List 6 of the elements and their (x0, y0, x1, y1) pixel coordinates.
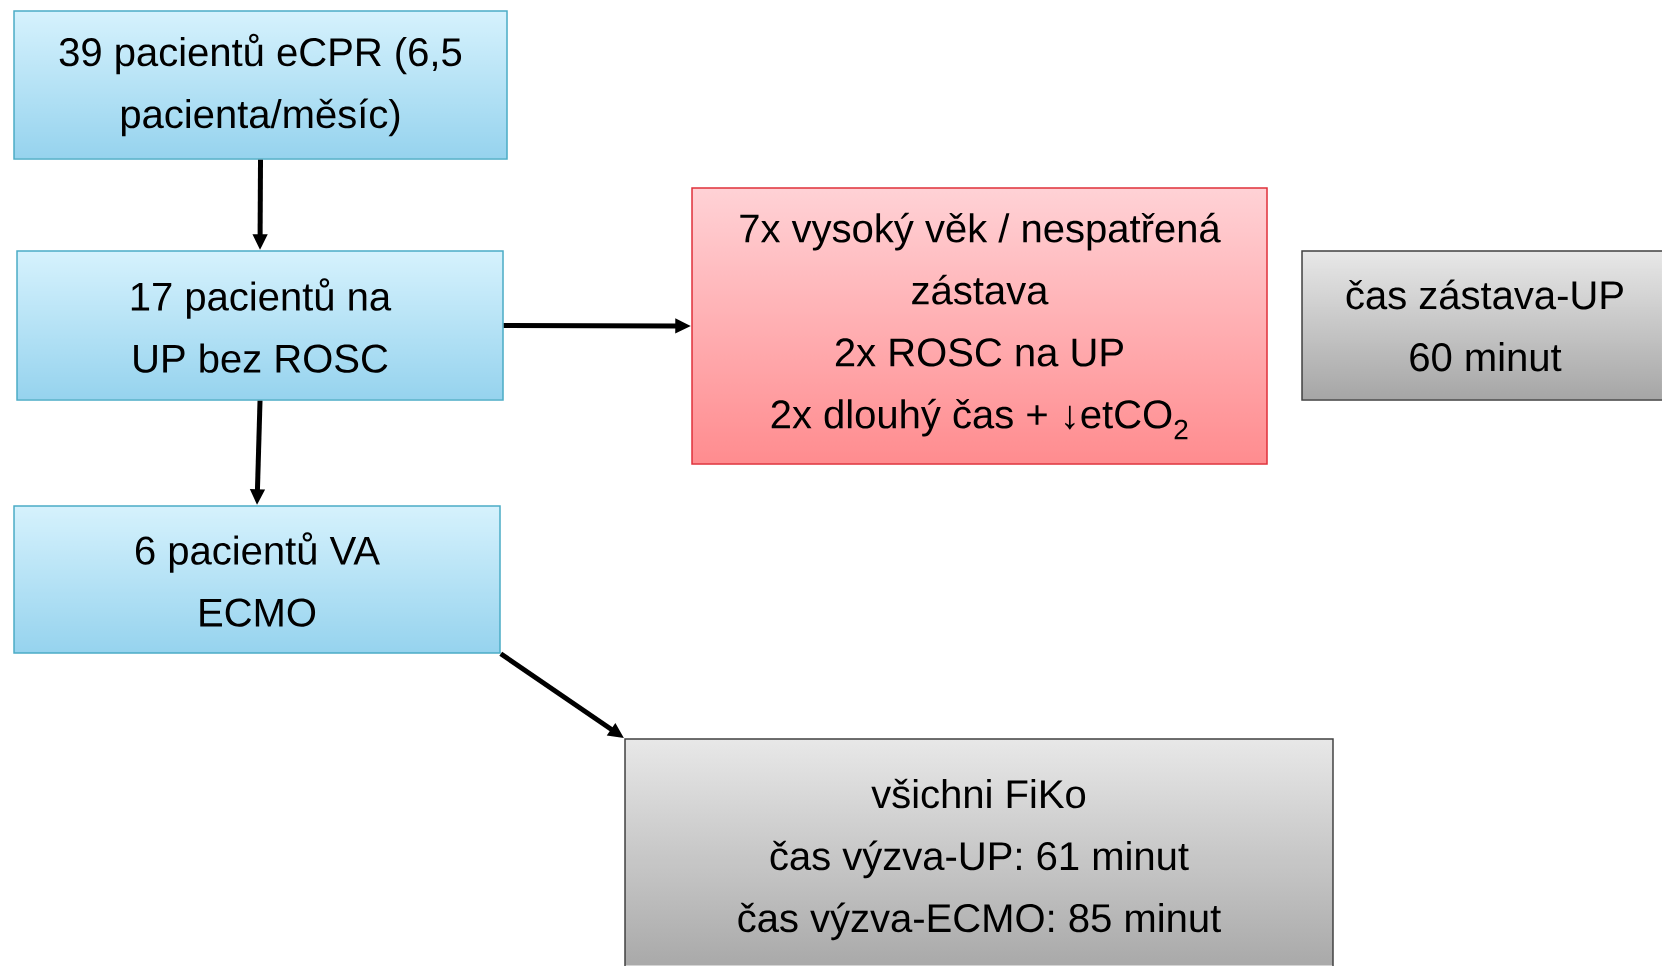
info-box: čas zástava-UP 60 minut (1301, 250, 1662, 401)
process-box: 6 pacientů VA ECMO (13, 505, 501, 654)
exclusion-box: 7x vysoký věk / nespatřená zástava 2x ROSC na UP 2x dlouhý čas + ↓etCO$_{2}$ (691, 187, 1268, 465)
process-box: 17 pacientů na UP bez ROSC (16, 250, 504, 401)
process-box: 39 pacientů eCPR (6,5 pacienta/měsíc) (13, 10, 508, 160)
info-box: všichni FiKo čas výzva-UP: 61 minut čas výzva-ECMO: 85 minut (624, 738, 1334, 966)
